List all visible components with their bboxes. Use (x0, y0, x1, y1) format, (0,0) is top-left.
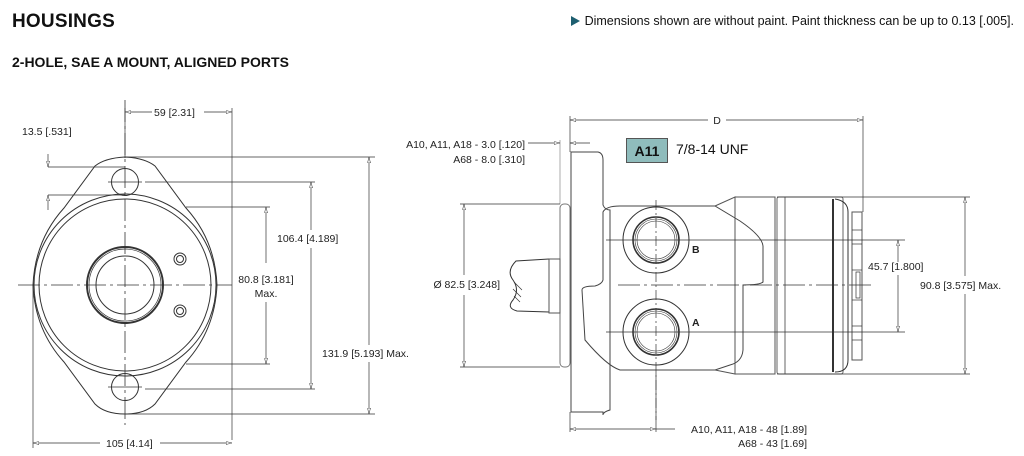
dim-flange-b-label: A68 - 43 [1.69] (738, 438, 807, 450)
dowel-bottom (173, 304, 187, 318)
page-title: HOUSINGS (12, 11, 115, 32)
port-thread-spec: 7/8-14 UNF (676, 141, 749, 157)
dim-overall-length-label: D (713, 115, 721, 127)
section-subtitle: 2-HOLE, SAE A MOUNT, ALIGNED PORTS (12, 54, 289, 70)
port-a-label: A (692, 317, 700, 329)
motor-housing (734, 196, 776, 375)
housing-transition (714, 196, 736, 375)
dim-pilot-a-label: A10, A11, A18 - 3.0 [.120] (406, 139, 525, 151)
mount-flange-side (570, 151, 611, 416)
shaft-collar (548, 258, 561, 314)
dim-bolt-offset-label: 59 [2.31] (154, 107, 195, 119)
dim-body-height-side-label: 90.8 [3.575] Max. (920, 280, 1001, 292)
dim-flange-height-label: 131.9 [5.193] Max. (322, 348, 409, 360)
port-code-badge: A11 (626, 138, 668, 163)
dowel-top (173, 252, 187, 266)
dim-body-height-label: 80.8 [3.181] (238, 274, 294, 286)
shaft-section-hatch (512, 281, 523, 303)
end-cap (834, 198, 849, 373)
mount-flange-outline (32, 156, 218, 415)
play-triangle-icon (570, 16, 580, 26)
dim-pilot-b-label: A68 - 8.0 [.310] (453, 154, 525, 166)
dowel-bottom-inner (176, 307, 184, 315)
dim-bolt-spacing-label: 106.4 [4.189] (277, 233, 338, 245)
paint-note-text: Dimensions shown are without paint. Pain… (584, 14, 1014, 28)
dim-port-spacing-label: 45.7 [1.800] (868, 261, 924, 273)
dim-pilot-dia-label: Ø 82.5 [3.248] (433, 279, 500, 291)
dim-flange-width-label: 105 [4.14] (106, 438, 153, 450)
side-view (460, 116, 970, 432)
pilot-plate (559, 203, 571, 368)
dim-flange-a-label: A10, A11, A18 - 48 [1.89] (691, 424, 807, 436)
front-view (18, 100, 375, 448)
end-cap-bolts (851, 211, 863, 361)
dim-body-height-suffix: Max. (255, 288, 278, 300)
dim-hole-dia-label: 13.5 [.531] (22, 126, 72, 138)
port-b-label: B (692, 244, 700, 256)
port-block (581, 205, 764, 371)
dowel-top-inner (176, 255, 184, 263)
paint-note: Dimensions shown are without paint. Pain… (570, 14, 1014, 28)
shaft-stub (509, 258, 550, 313)
